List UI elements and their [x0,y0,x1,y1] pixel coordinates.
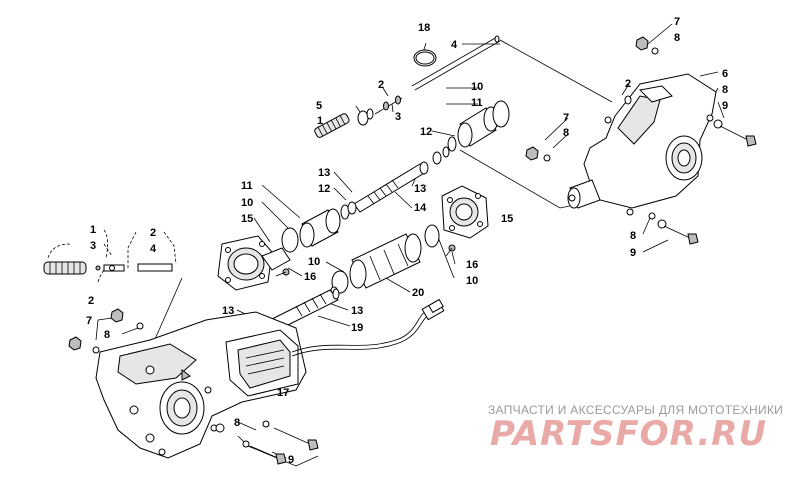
callout-15-left: 15 [241,213,253,225]
callout-12-top: 12 [420,126,432,138]
bottom-bolts [215,420,319,465]
callout-8-bottom: 8 [234,417,240,429]
callout-3-left: 3 [90,240,96,252]
callout-10-lower: 10 [308,256,320,268]
callout-6: 6 [722,68,728,80]
watermark-tagline: ЗАПЧАСТИ И АКСЕССУАРЫ ДЛЯ МОТОТЕХНИКИ [488,403,784,417]
watermark-logo: PARTSFOR.RU [490,414,768,454]
callout-16-left: 16 [304,271,316,283]
pin-3-left [95,264,125,272]
callout-8-right: 8 [674,32,680,44]
callout-11-mid: 11 [241,180,253,192]
callout-7-right: 7 [674,16,680,28]
callout-15-right: 15 [501,213,513,225]
callout-5: 5 [316,100,322,112]
flange-15-left [217,235,291,291]
callout-10-mid: 10 [241,197,253,209]
callout-9-lower-right: 9 [630,247,636,259]
sleeve-11-top [447,100,510,152]
callout-13-d: 13 [351,305,363,317]
callout-labels: 18 4 7 8 2 6 8 9 5 1 2 3 10 11 12 7 8 13… [86,16,728,466]
callout-10-right: 10 [466,275,478,287]
callout-3-top: 3 [395,111,401,123]
pin-3-top [374,95,403,115]
right-gear-housing-6 [567,73,717,216]
right-fasteners [525,36,757,245]
callout-2-top: 2 [378,79,384,91]
callout-9-right: 9 [722,100,728,112]
callout-10-top: 10 [471,81,483,93]
boot-1-top [314,113,350,138]
callout-20: 20 [412,287,424,299]
callout-13-c: 13 [222,305,234,317]
callout-18: 18 [418,22,430,34]
callout-2-left-top: 2 [150,227,156,239]
callout-4-left: 4 [150,243,157,255]
callout-14: 14 [414,202,427,214]
callout-7-mid: 7 [563,112,569,124]
left-fasteners [68,308,144,354]
callout-2-left-bottom: 2 [88,295,94,307]
callout-4-top: 4 [451,39,458,51]
callout-8-mid: 8 [563,127,569,139]
callout-8-right-lower: 8 [722,84,728,96]
long-shaft-4 [411,35,501,91]
callout-1-top: 1 [317,115,323,127]
sleeve-11-center [281,201,357,253]
callout-7-left: 7 [86,315,92,327]
callout-1-left: 1 [90,224,96,236]
clamp-5 [357,108,374,126]
splined-shaft-14 [353,146,450,213]
callout-13-a: 13 [318,167,330,179]
callout-17: 17 [277,387,289,399]
callout-19: 19 [351,322,363,334]
callout-16-right: 16 [466,259,478,271]
shaft-4-left [137,263,173,272]
boot-1-left [43,261,87,275]
callout-2-right: 2 [625,78,631,90]
callout-8-left: 8 [104,329,110,341]
callout-11-top: 11 [471,97,483,109]
callout-8-lower-right: 8 [630,230,636,242]
bolts-16 [275,244,456,277]
flange-15-right [424,185,489,248]
wire-harness [291,298,445,357]
callout-12-mid: 12 [318,183,330,195]
callout-13-b: 13 [414,183,426,195]
ring-clip-18 [413,49,437,67]
callout-9-bottom: 9 [288,454,294,466]
coupler-20 [330,233,422,294]
front-gearcase-assembly [95,311,307,459]
